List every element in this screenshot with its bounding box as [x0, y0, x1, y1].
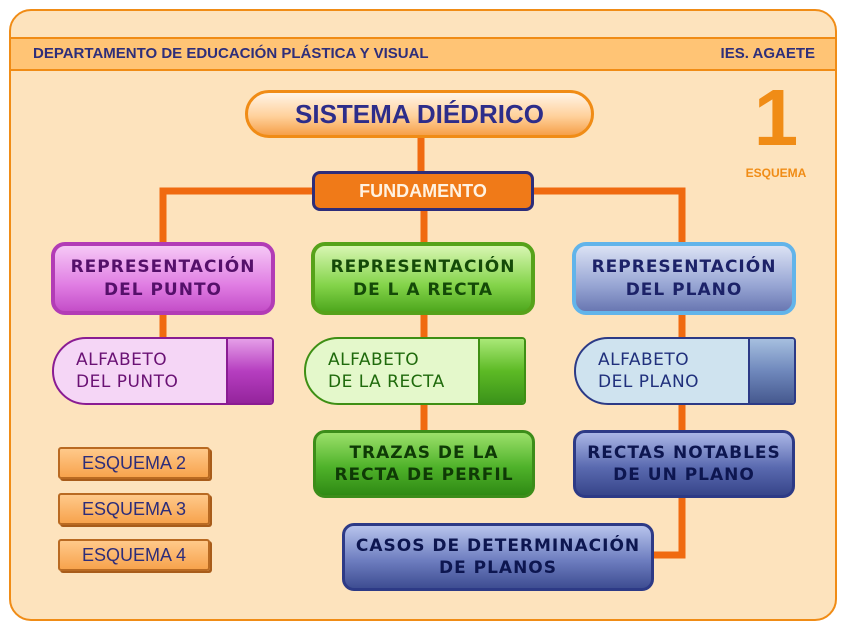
alfabeto-plano-node[interactable]: ALFABETO DEL PLANO [574, 337, 796, 405]
trazas-recta-perfil-node[interactable]: TRAZAS DE LA RECTA DE PERFIL [313, 430, 535, 498]
department-title: DEPARTAMENTO DE EDUCACIÓN PLÁSTICA Y VIS… [33, 45, 429, 62]
header-bar: DEPARTAMENTO DE EDUCACIÓN PLÁSTICA Y VIS… [11, 37, 835, 71]
title-sistema-diedrico: SISTEMA DIÉDRICO [245, 90, 594, 138]
rep-punto-line1: REPRESENTACIÓN [70, 257, 256, 278]
rectas-line2: DE UN PLANO [613, 465, 755, 485]
scheme-number: 1 [753, 73, 799, 162]
rep-recta-line1: REPRESENTACIÓN [330, 257, 516, 278]
alfabeto-plano-swatch [748, 339, 794, 403]
rep-punto-line2: DEL PUNTO [103, 279, 222, 300]
representacion-plano-node[interactable]: REPRESENTACIÓN DEL PLANO [572, 242, 796, 315]
alfabeto-recta-text: ALFABETO DE LA RECTA [306, 339, 478, 403]
casos-determinacion-node[interactable]: CASOS DE DETERMINACIÓN DE PLANOS [342, 523, 654, 591]
rep-plano-line2: DEL PLANO [625, 279, 743, 300]
representacion-punto-node[interactable]: REPRESENTACIÓN DEL PUNTO [51, 242, 275, 315]
trazas-line2: RECTA DE PERFIL [334, 465, 514, 485]
alfabeto-punto-node[interactable]: ALFABETO DEL PUNTO [52, 337, 274, 405]
connector-fundamento-punto [159, 187, 312, 242]
trazas-line1: TRAZAS DE LA [349, 442, 499, 463]
rectas-line1: RECTAS NOTABLES [587, 442, 781, 463]
rep-plano-line1: REPRESENTACIÓN [591, 257, 777, 278]
alfabeto-punto-line2: DEL PUNTO [76, 372, 179, 392]
esquema-2-button[interactable]: ESQUEMA 2 [58, 447, 210, 479]
casos-line2: DE PLANOS [438, 558, 557, 578]
representacion-recta-node[interactable]: REPRESENTACIÓN DE L A RECTA [311, 242, 535, 315]
rectas-notables-node[interactable]: RECTAS NOTABLES DE UN PLANO [573, 430, 795, 498]
alfabeto-plano-line2: DEL PLANO [598, 372, 700, 392]
casos-line1: CASOS DE DETERMINACIÓN [355, 535, 641, 556]
alfabeto-punto-line1: ALFABETO [76, 349, 168, 370]
rep-recta-line2: DE L A RECTA [352, 279, 494, 300]
fundamento-node[interactable]: FUNDAMENTO [312, 171, 534, 211]
alfabeto-plano-line1: ALFABETO [598, 349, 690, 370]
scheme-label: ESQUEMA [745, 166, 807, 180]
alfabeto-punto-text: ALFABETO DEL PUNTO [54, 339, 226, 403]
esquema-3-button[interactable]: ESQUEMA 3 [58, 493, 210, 525]
alfabeto-plano-text: ALFABETO DEL PLANO [576, 339, 748, 403]
esquema-4-button[interactable]: ESQUEMA 4 [58, 539, 210, 571]
alfabeto-punto-swatch [226, 339, 272, 403]
school-name: IES. AGAETE [720, 45, 815, 62]
connector-fundamento-plano [534, 187, 686, 242]
alfabeto-recta-line1: ALFABETO [328, 349, 420, 370]
connector-rectas-casos [654, 498, 686, 559]
alfabeto-recta-line2: DE LA RECTA [328, 372, 445, 392]
alfabeto-recta-node[interactable]: ALFABETO DE LA RECTA [304, 337, 526, 405]
alfabeto-recta-swatch [478, 339, 524, 403]
